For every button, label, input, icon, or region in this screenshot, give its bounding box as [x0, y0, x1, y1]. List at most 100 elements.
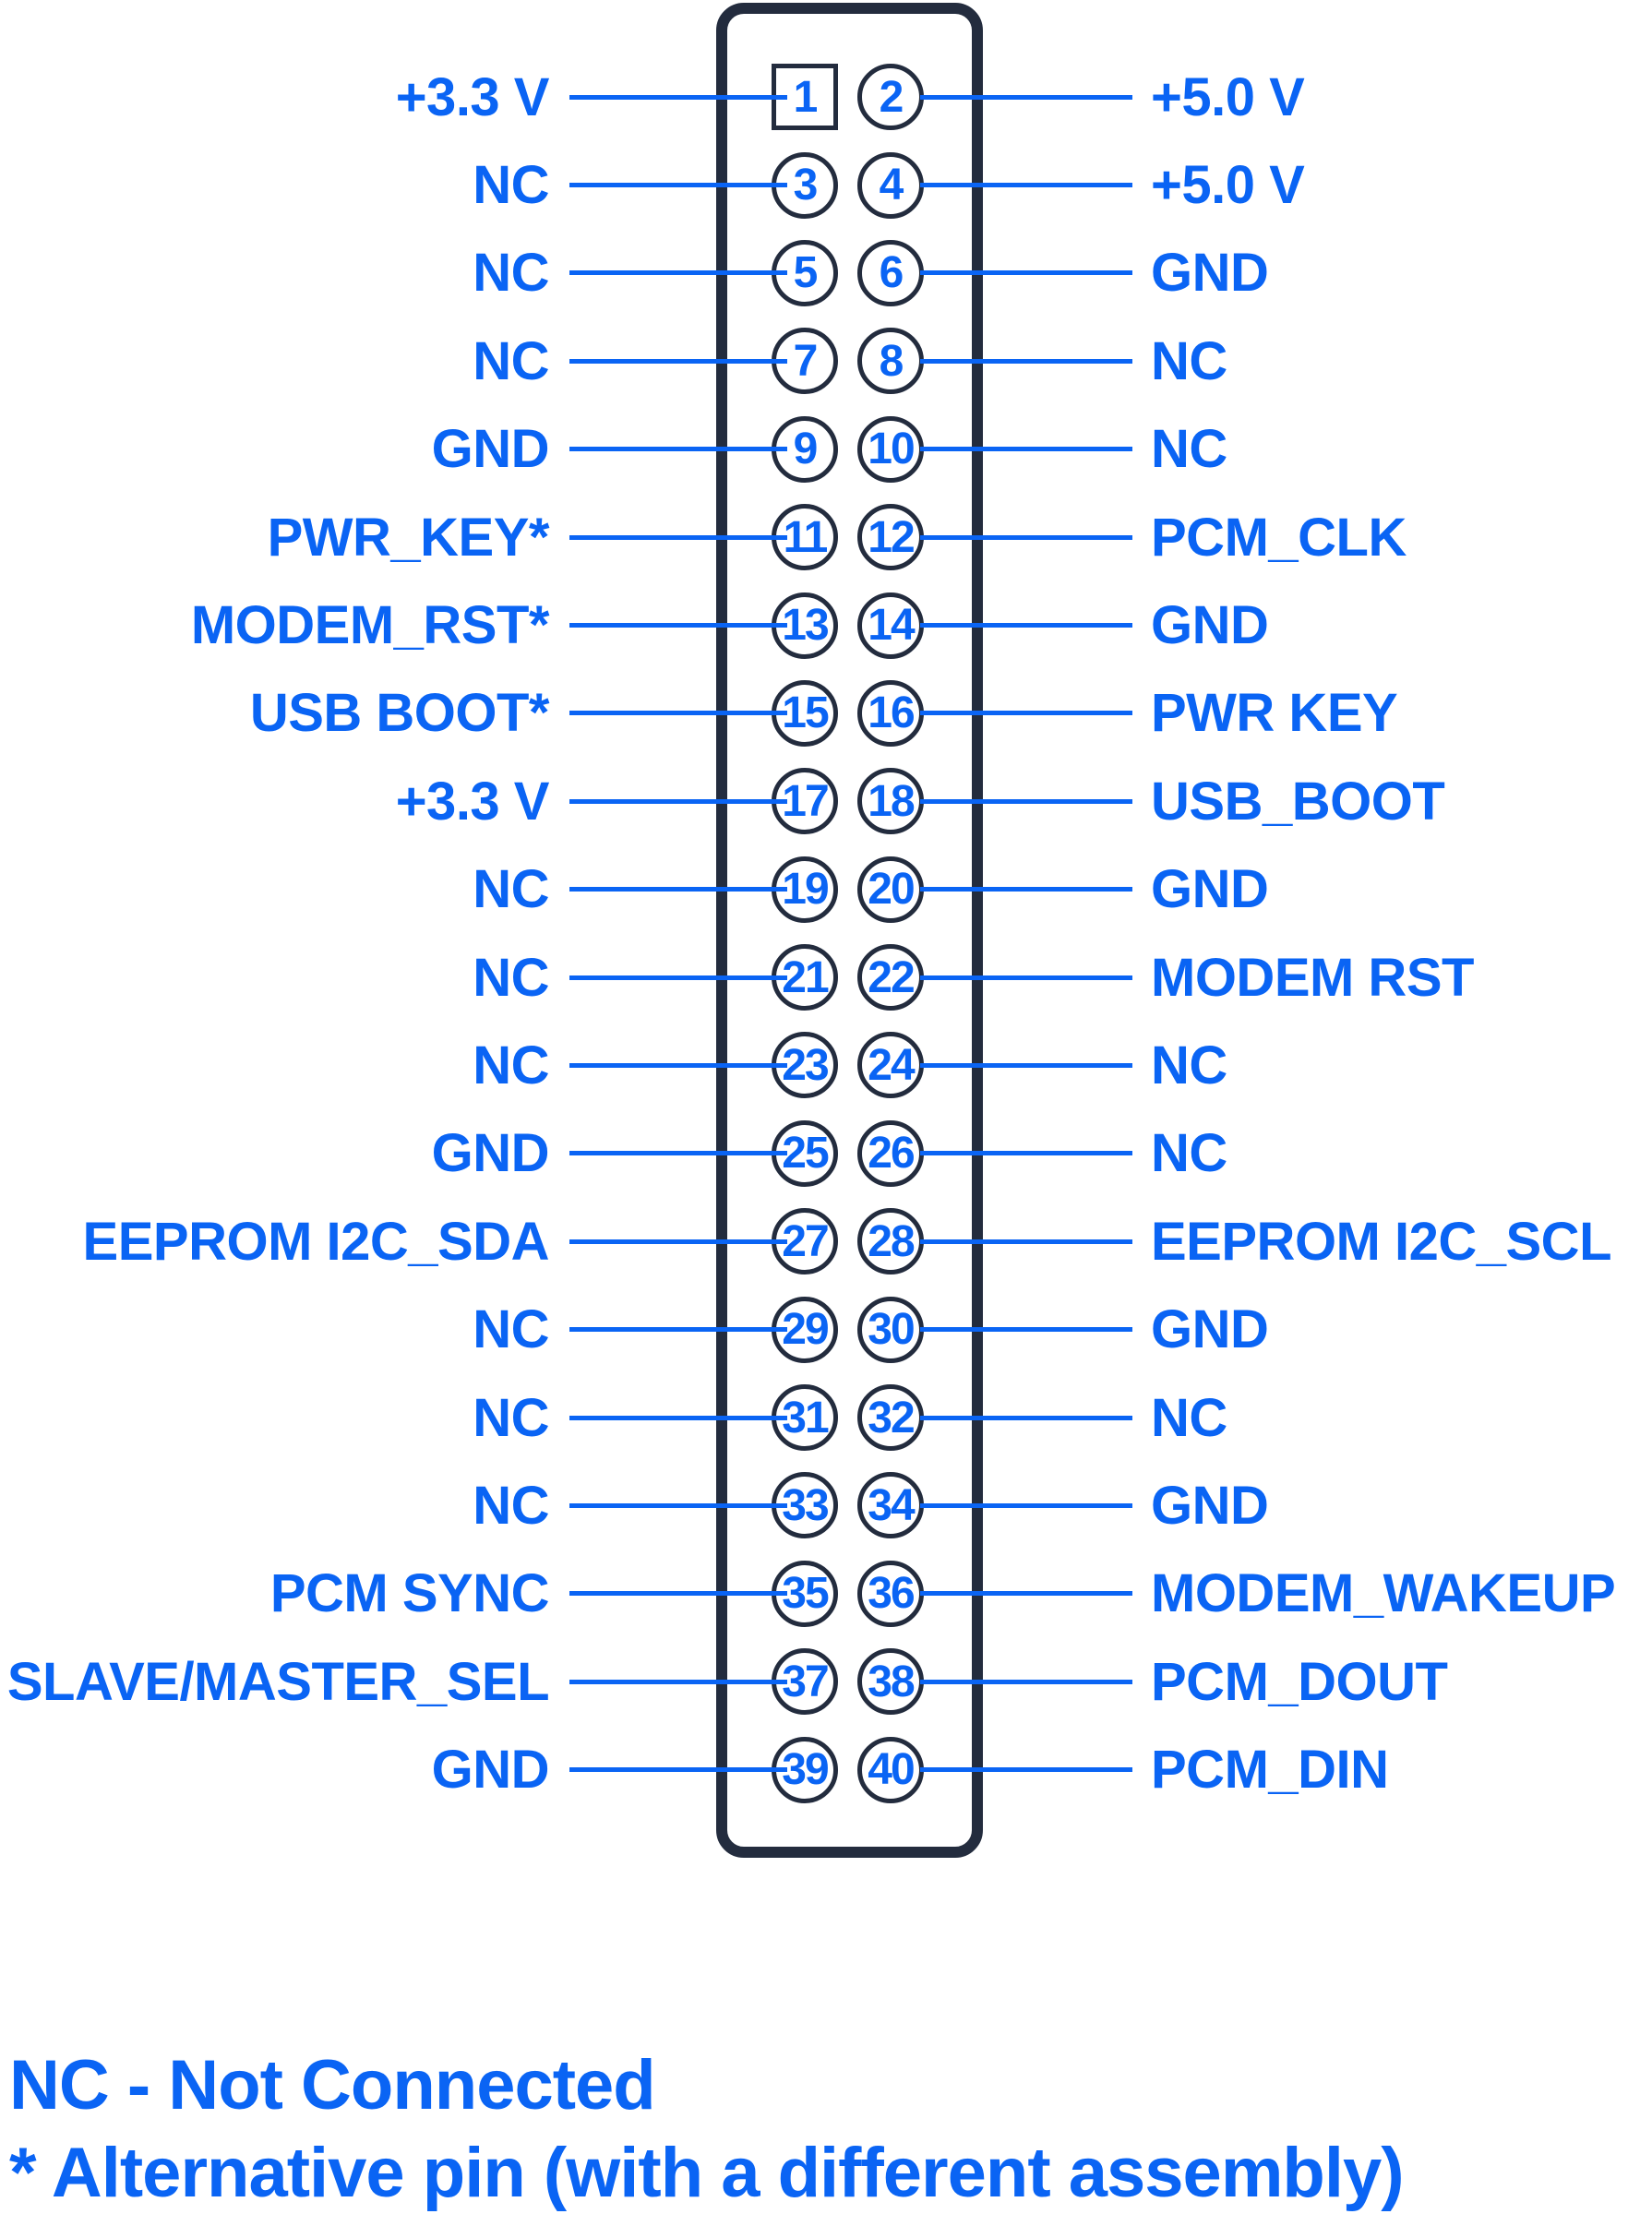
pin-label-left: NC — [473, 1475, 549, 1536]
pin-number-left: 21 — [782, 952, 829, 1002]
pin-number-right: 34 — [868, 1480, 915, 1530]
pin-number-right: 14 — [868, 601, 915, 651]
pin-label-right: MODEM RST — [1151, 947, 1474, 1008]
pin-number-right: 38 — [868, 1657, 915, 1706]
pin-label-right: GND — [1151, 859, 1269, 920]
pin-label-right: NC — [1151, 1387, 1227, 1448]
connector-outline — [716, 3, 983, 1858]
leader-line-left — [569, 1327, 787, 1333]
pin-row: USB BOOT* 15 16 PWR KEY — [0, 669, 1652, 757]
pin-number-right: 2 — [879, 72, 904, 122]
pin-label-right: PWR KEY — [1151, 683, 1398, 744]
pin-label-left: +3.3 V — [395, 771, 550, 832]
pin-number-left: 27 — [782, 1216, 829, 1266]
leader-line-left — [569, 1415, 787, 1420]
pin-number-right: 8 — [879, 336, 904, 386]
pin-number-left: 7 — [793, 336, 819, 386]
pin-label-left: GND — [431, 419, 550, 480]
leader-line-left — [569, 798, 787, 804]
pin-label-left: NC — [473, 947, 549, 1008]
leader-line-left — [569, 623, 787, 628]
pin-number-left: 35 — [782, 1569, 829, 1619]
leader-line-left — [569, 1591, 787, 1597]
pin-label-left: GND — [431, 1740, 550, 1801]
leader-line-right — [920, 1151, 1132, 1156]
pin-row: NC 29 30 GND — [0, 1286, 1652, 1373]
pin-row: NC 7 8 NC — [0, 317, 1652, 405]
leader-line-right — [920, 1062, 1132, 1068]
leader-line-right — [920, 534, 1132, 540]
pin-label-left: NC — [473, 1299, 549, 1360]
leader-line-right — [920, 887, 1132, 892]
leader-line-right — [920, 623, 1132, 628]
pin-number-left: 9 — [793, 425, 819, 474]
pin-number-right: 26 — [868, 1129, 915, 1179]
pin-label-left: NC — [473, 1035, 549, 1095]
pin-number-left: 11 — [783, 512, 829, 562]
pin-row: SLAVE/MASTER_SEL 37 38 PCM_DOUT — [0, 1638, 1652, 1726]
pin-label-left: PWR_KEY* — [267, 507, 550, 568]
pin-row: NC 21 22 MODEM RST — [0, 933, 1652, 1021]
pin-number-right: 22 — [868, 952, 915, 1002]
pin-number-left: 31 — [782, 1393, 829, 1442]
pin-row: NC 31 32 NC — [0, 1373, 1652, 1461]
leader-line-left — [569, 183, 787, 188]
pin-number-left: 39 — [782, 1745, 829, 1795]
pin-label-right: EEPROM I2C_SCL — [1151, 1211, 1612, 1272]
pin-label-left: NC — [473, 330, 549, 391]
pin-number-left: 15 — [782, 688, 829, 738]
pin-number-right: 40 — [868, 1745, 915, 1795]
leader-line-right — [920, 1591, 1132, 1597]
pin-row: NC 19 20 GND — [0, 845, 1652, 933]
pin-number-left: 33 — [782, 1480, 829, 1530]
leader-line-left — [569, 711, 787, 716]
pin-label-right: GND — [1151, 1299, 1269, 1360]
pin-label-left: NC — [473, 859, 549, 920]
leader-line-left — [569, 1239, 787, 1244]
pin-label-left: PCM SYNC — [269, 1563, 550, 1624]
pin-number-right: 32 — [868, 1393, 915, 1442]
leader-line-right — [920, 1415, 1132, 1420]
pin-number-left: 23 — [782, 1040, 829, 1090]
leader-line-left — [569, 887, 787, 892]
pin-row: +3.3 V 1 2 +5.0 V — [0, 54, 1652, 141]
pin-number-right: 24 — [868, 1040, 915, 1090]
pin-number-right: 20 — [868, 865, 915, 915]
leader-line-right — [920, 1767, 1132, 1773]
pin-number-right: 12 — [868, 512, 915, 562]
pin-row: GND 39 40 PCM_DIN — [0, 1726, 1652, 1813]
pin-number-right: 36 — [868, 1569, 915, 1619]
pin-number-left: 3 — [793, 161, 819, 210]
pin-number-right: 4 — [879, 161, 904, 210]
leader-line-right — [920, 975, 1132, 980]
pin-number-left: 1 — [793, 72, 819, 122]
pin-label-right: GND — [1151, 1475, 1269, 1536]
pin-number-left: 5 — [793, 248, 819, 298]
leader-line-right — [920, 270, 1132, 276]
legend-line-nc: NC - Not Connected — [9, 2046, 656, 2124]
leader-line-right — [920, 94, 1132, 100]
pin-number-left: 25 — [782, 1129, 829, 1179]
pin-label-right: GND — [1151, 595, 1269, 656]
pin-number-left: 29 — [782, 1305, 829, 1355]
pin-label-left: +3.3 V — [395, 66, 550, 127]
leader-line-left — [569, 534, 787, 540]
pin-label-left: USB BOOT* — [249, 683, 550, 744]
leader-line-right — [920, 1327, 1132, 1333]
leader-line-left — [569, 975, 787, 980]
pin-label-left: EEPROM I2C_SDA — [82, 1211, 550, 1272]
pin-row: +3.3 V 17 18 USB_BOOT — [0, 758, 1652, 845]
leader-line-left — [569, 270, 787, 276]
pin-number-right: 6 — [879, 248, 904, 298]
pin-row: PCM SYNC 35 36 MODEM_WAKEUP — [0, 1550, 1652, 1637]
pin-label-right: NC — [1151, 330, 1227, 391]
pin-number-right: 18 — [868, 776, 915, 826]
leader-line-left — [569, 94, 787, 100]
leader-line-left — [569, 1062, 787, 1068]
pin-label-right: MODEM_WAKEUP — [1151, 1563, 1616, 1624]
leader-line-right — [920, 1679, 1132, 1684]
pin-label-left: NC — [473, 243, 549, 304]
pin-number-right: 16 — [868, 688, 915, 738]
leader-line-left — [569, 1679, 787, 1684]
